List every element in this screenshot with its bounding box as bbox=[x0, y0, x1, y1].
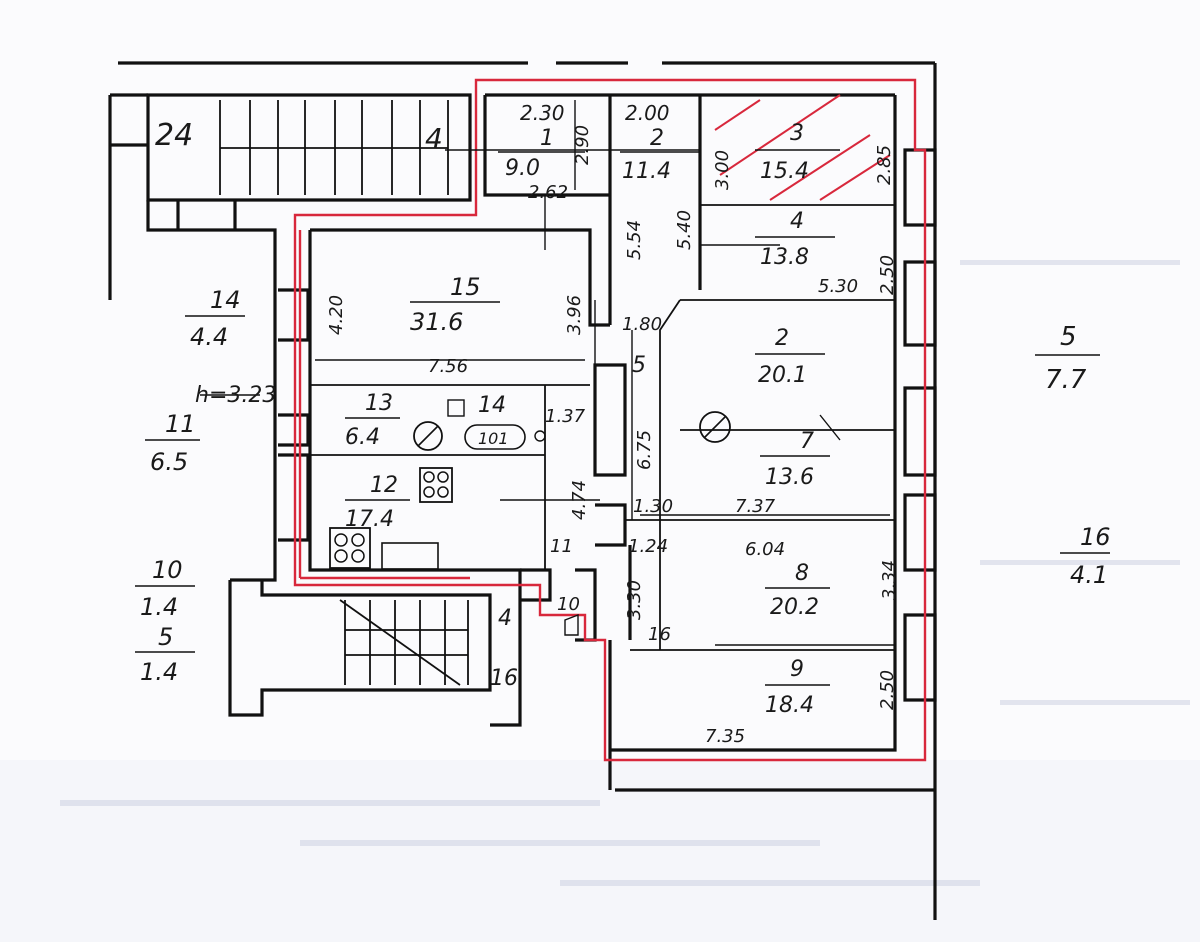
heater-icon bbox=[699, 411, 731, 443]
room-24-number: 24 bbox=[155, 118, 193, 153]
stair-top bbox=[219, 100, 449, 195]
room-10-out-number: 10 bbox=[152, 556, 183, 584]
bathtub-icon bbox=[464, 424, 526, 450]
room-2b-number: 2 bbox=[775, 326, 789, 351]
room-14-out-number: 14 bbox=[210, 286, 241, 314]
room-1-area: 9.0 bbox=[505, 156, 540, 181]
room-16-bottom-number: 16 bbox=[490, 666, 518, 691]
room-16-right-number: 16 bbox=[1080, 523, 1111, 551]
room-2-number: 2 bbox=[650, 126, 664, 151]
room-11-out-number: 11 bbox=[165, 410, 196, 438]
room-5-right-number: 5 bbox=[1060, 322, 1077, 352]
dimension-lines bbox=[200, 100, 895, 646]
stair-bottom bbox=[339, 599, 469, 686]
room-14-in-number: 14 bbox=[478, 393, 506, 418]
dim-1-24: 1.24 bbox=[628, 536, 668, 557]
apartment-boundary bbox=[293, 78, 927, 762]
stove-icon bbox=[419, 467, 453, 503]
dim-2-62: 2.62 bbox=[528, 182, 568, 203]
room-5-right-area: 7.7 bbox=[1045, 365, 1087, 395]
room-3-number: 3 bbox=[790, 121, 804, 146]
room-8-area: 20.2 bbox=[770, 595, 819, 620]
dim-7-37: 7.37 bbox=[735, 496, 776, 517]
dim-6-75: 6.75 bbox=[634, 430, 655, 470]
dim-7-35: 7.35 bbox=[705, 726, 745, 747]
room-3-hatch bbox=[714, 94, 891, 201]
room-16-small-number: 16 bbox=[648, 624, 671, 645]
room-16-right-area: 4.1 bbox=[1070, 561, 1108, 589]
dim-5-54: 5.54 bbox=[624, 220, 645, 260]
toilet-icon bbox=[564, 613, 579, 636]
dim-2-90: 2.90 bbox=[572, 125, 593, 165]
room-7-number: 7 bbox=[800, 429, 814, 454]
room-4-number: 4 bbox=[790, 209, 804, 234]
dim-6-04: 6.04 bbox=[745, 539, 785, 560]
labels: 24 4 2.30 1 9.0 2.62 2.90 2.00 2 11.4 5.… bbox=[135, 101, 1111, 747]
room-10-out-area: 1.4 bbox=[140, 593, 178, 621]
dim-2-50-b: 2.50 bbox=[877, 670, 898, 710]
dim-3-34: 3.34 bbox=[879, 560, 900, 600]
room-2-area: 11.4 bbox=[622, 159, 671, 184]
building-walls bbox=[108, 61, 937, 920]
dim-4-20: 4.20 bbox=[326, 295, 347, 335]
boiler-icon bbox=[413, 421, 443, 451]
room-3-area: 15.4 bbox=[760, 159, 809, 184]
dim-5-40: 5.40 bbox=[674, 210, 695, 250]
room-15-area: 31.6 bbox=[410, 308, 463, 336]
room-4-bottom-number: 4 bbox=[498, 606, 512, 631]
room-4-top-number: 4 bbox=[425, 122, 443, 155]
room-5-out-number: 5 bbox=[158, 623, 173, 651]
dim-3-96: 3.96 bbox=[564, 295, 585, 335]
room-9-area: 18.4 bbox=[765, 693, 814, 718]
room-11-out-area: 6.5 bbox=[150, 448, 188, 476]
small-10: 10 bbox=[557, 594, 580, 615]
room-12-area: 17.4 bbox=[345, 507, 394, 532]
dim-3-30: 3.30 bbox=[624, 580, 645, 620]
room-12-number: 12 bbox=[370, 473, 398, 498]
dim-4-74: 4.74 bbox=[569, 480, 590, 520]
room-15-number: 15 bbox=[450, 273, 481, 301]
room-4-area: 13.8 bbox=[760, 245, 809, 270]
room-5-out-area: 1.4 bbox=[140, 658, 178, 686]
bath-label: 101 bbox=[478, 429, 509, 448]
room-11-small-number: 11 bbox=[550, 536, 573, 557]
room-13-area: 6.4 bbox=[345, 425, 380, 450]
apartment-boundary-inner bbox=[298, 230, 470, 580]
dim-2-50-a: 2.50 bbox=[877, 255, 898, 295]
dim-3-00: 3.00 bbox=[712, 150, 733, 190]
room-9-number: 9 bbox=[790, 657, 804, 682]
dim-5-30: 5.30 bbox=[818, 276, 858, 297]
dim-2-30: 2.30 bbox=[520, 101, 565, 125]
stove-2-icon bbox=[329, 527, 371, 569]
room-7-area: 13.6 bbox=[765, 465, 814, 490]
height-note: h=3.23 bbox=[195, 383, 276, 408]
bleed-through-text bbox=[0, 260, 1200, 942]
dim-2-00: 2.00 bbox=[625, 101, 670, 125]
room-14-out-area: 4.4 bbox=[190, 323, 228, 351]
dim-2-85: 2.85 bbox=[874, 145, 895, 185]
fixtures bbox=[329, 399, 731, 636]
sink-icon bbox=[381, 542, 439, 570]
room-1-number: 1 bbox=[540, 126, 554, 151]
room-13-number: 13 bbox=[365, 391, 393, 416]
room-5-corridor-number: 5 bbox=[632, 353, 646, 378]
dim-1-80: 1.80 bbox=[622, 314, 662, 335]
dim-7-56: 7.56 bbox=[428, 356, 468, 377]
dim-1-30: 1.30 bbox=[633, 496, 673, 517]
room-8-number: 8 bbox=[795, 561, 809, 586]
dim-1-37: 1.37 bbox=[545, 406, 586, 427]
room-2b-area: 20.1 bbox=[758, 363, 807, 388]
